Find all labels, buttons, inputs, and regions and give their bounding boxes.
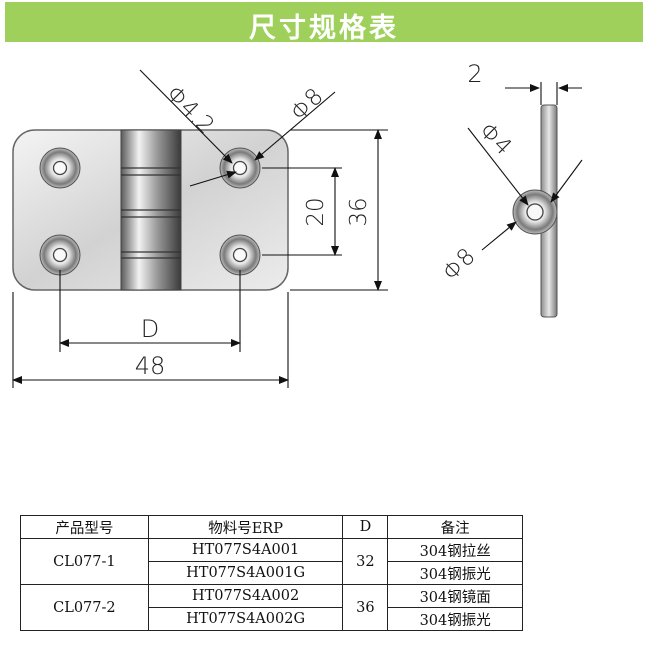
front-horizontal-dims bbox=[12, 270, 289, 388]
hole-bottom-right bbox=[219, 234, 261, 276]
cell-note: 304钢拉丝 bbox=[387, 538, 523, 562]
cell-model: CL077-2 bbox=[20, 584, 149, 631]
table-row: CL077-2 HT077S4A002 36 304钢镜面 bbox=[20, 584, 523, 631]
cell-erp: HT077S4A002G bbox=[147, 607, 344, 631]
page-title: 尺寸规格表 bbox=[249, 13, 399, 44]
hole-top-right bbox=[219, 147, 261, 189]
front-vertical-dims bbox=[262, 129, 388, 291]
dim-pitch-y: 20 bbox=[303, 197, 329, 226]
side-view-hole bbox=[512, 189, 558, 235]
cell-erp: HT077S4A001 bbox=[147, 538, 344, 562]
table-row: HT077S4A002G 304钢振光 bbox=[21, 607, 523, 631]
dim-height: 36 bbox=[346, 197, 372, 226]
side-view-dims bbox=[467, 82, 583, 251]
hole-top-left bbox=[39, 147, 81, 189]
title-banner: 尺寸规格表 bbox=[5, 2, 643, 44]
cell-note: 304钢振光 bbox=[387, 561, 523, 585]
dim-side-hole-small: Φ4 bbox=[474, 118, 517, 161]
dim-width: 48 bbox=[135, 352, 166, 380]
spec-table: 产品型号 物料号ERP D 备注 CL077-1 HT077S4A001 32 … bbox=[20, 515, 523, 631]
cell-note: 304钢振光 bbox=[387, 607, 523, 631]
dim-pitch-x: D bbox=[141, 315, 159, 343]
table-header-row: 产品型号 物料号ERP D 备注 bbox=[20, 515, 523, 539]
front-hole-leaders bbox=[139, 69, 336, 187]
header-erp: 物料号ERP bbox=[147, 515, 344, 539]
cell-model: CL077-1 bbox=[20, 538, 149, 585]
cell-note: 304钢镜面 bbox=[387, 584, 523, 608]
table-row: CL077-1 HT077S4A001 32 304钢拉丝 bbox=[20, 538, 523, 585]
hole-bottom-left bbox=[39, 234, 81, 276]
header-model: 产品型号 bbox=[20, 515, 149, 539]
cell-erp: HT077S4A002 bbox=[147, 584, 344, 608]
technical-drawing: Φ4.2 Φ8 20 36 D 48 2 Φ4 Φ8 bbox=[12, 60, 583, 388]
cell-d: 36 bbox=[342, 584, 389, 631]
dim-thickness: 2 bbox=[467, 60, 482, 88]
dim-hole-large: Φ8 bbox=[286, 84, 329, 127]
cell-d: 32 bbox=[342, 538, 389, 585]
cell-erp: HT077S4A001G bbox=[147, 561, 344, 585]
dim-side-hole-large: Φ8 bbox=[438, 244, 481, 287]
knuckle-segments bbox=[121, 167, 181, 259]
header-note: 备注 bbox=[387, 515, 523, 539]
header-d: D bbox=[342, 515, 389, 539]
table-row: HT077S4A001G 304钢振光 bbox=[21, 561, 523, 585]
